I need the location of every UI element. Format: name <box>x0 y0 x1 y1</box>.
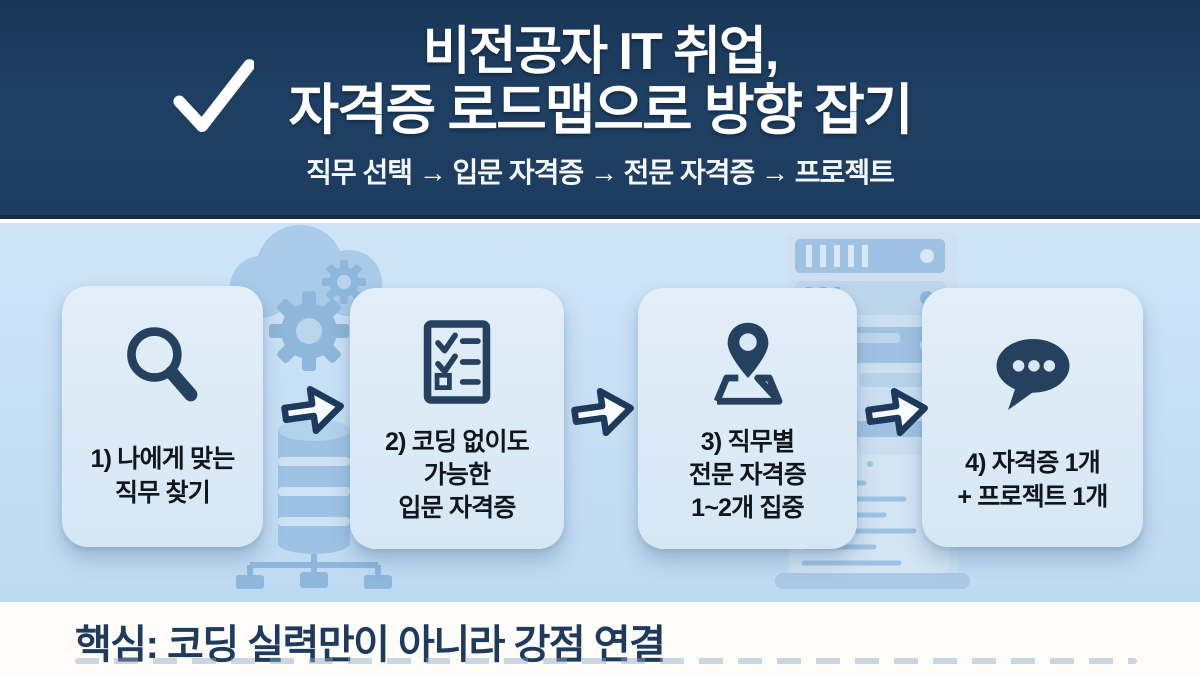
key-message-text: 핵심: 코딩 실력만이 아니라 강점 연결 <box>75 623 666 667</box>
step-label-line: 입문 자격증 <box>398 494 516 523</box>
step-label-line: 3) 직무별 <box>700 427 795 456</box>
page-title-line1: 비전공자 IT 취업, <box>422 22 780 81</box>
roadmap-step-2-card: 2) 코딩 없이도 가능한 입문 자격증 <box>350 288 564 549</box>
step-label-line: 전문 자격증 <box>688 460 807 489</box>
step-2-label: 2) 코딩 없이도 가능한 입문 자격증 <box>385 418 530 549</box>
speech-bubble-icon <box>985 318 1081 430</box>
step-label-line: + 프로젝트 1개 <box>957 482 1108 511</box>
arrow-right-icon <box>865 387 928 437</box>
roadmap-section: 1) 나에게 맞는 직무 찾기 2) 코딩 <box>0 223 1200 602</box>
roadmap-step-3-card: 3) 직무별 전문 자격증 1~2개 집중 <box>638 288 857 549</box>
step-label-line: 1) 나에게 맞는 <box>90 445 236 474</box>
header-banner: 비전공자 IT 취업, 자격증 로드맵으로 방향 잡기 직무 선택 → 입문 자… <box>0 0 1200 219</box>
roadmap-subtitle: 직무 선택 → 입문 자격증 → 전문 자격증 → 프로젝트 <box>306 157 895 189</box>
step-label-line: 4) 자격증 1개 <box>965 449 1101 478</box>
gear-large-icon <box>269 291 349 371</box>
step-label-line: 가능한 <box>423 460 491 489</box>
step-label-line: 직무 찾기 <box>115 478 211 507</box>
network-nodes-shape <box>247 554 381 575</box>
roadmap-step-4-card: 4) 자격증 1개 + 프로젝트 1개 <box>922 288 1143 547</box>
database-cylinder-shape <box>278 419 350 554</box>
step-1-label: 1) 나에게 맞는 직무 찾기 <box>90 422 236 547</box>
page-title-line2: 자격증 로드맵으로 방향 잡기 <box>288 78 913 141</box>
magnifier-icon <box>120 310 206 422</box>
step-label-line: 2) 코딩 없이도 <box>385 427 530 456</box>
arrow-right-icon <box>281 385 344 435</box>
roadmap-step-1-card: 1) 나에게 맞는 직무 찾기 <box>62 286 263 547</box>
checklist-icon <box>419 306 495 418</box>
step-label-line: 1~2개 집중 <box>691 494 805 523</box>
step-4-label: 4) 자격증 1개 + 프로젝트 1개 <box>957 430 1108 547</box>
check-icon <box>173 59 254 132</box>
arrow-right-icon <box>571 387 634 437</box>
step-3-label: 3) 직무별 전문 자격증 1~2개 집중 <box>688 418 807 549</box>
cropped-text-artifact <box>75 658 1137 664</box>
footer-band: 핵심: 코딩 실력만이 아니라 강점 연결 <box>0 602 1200 675</box>
map-pin-icon <box>704 306 792 418</box>
